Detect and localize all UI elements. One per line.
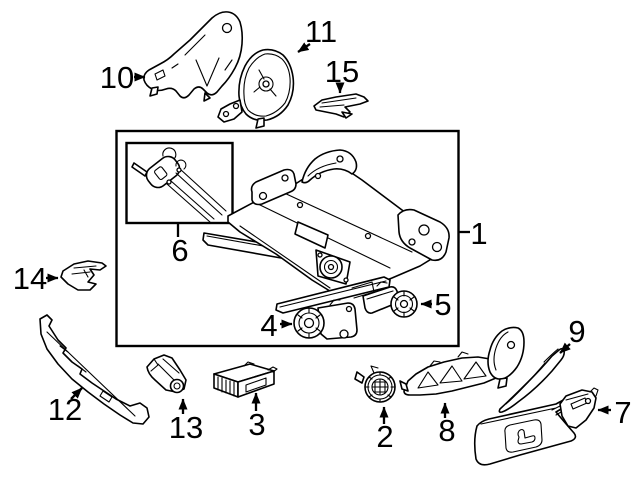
part-6-drive-cable-kit-drawing bbox=[125, 141, 234, 225]
part-11-recliner-plate-drawing bbox=[217, 48, 295, 129]
part-2-knob-drawing bbox=[354, 365, 396, 403]
callout-label-6: 6 bbox=[171, 233, 188, 268]
callout-1[interactable]: 1 bbox=[459, 216, 488, 251]
callout-label-8: 8 bbox=[438, 413, 455, 448]
callout-5[interactable]: 5 bbox=[420, 287, 452, 322]
part-10-recliner-cover-drawing bbox=[143, 11, 244, 102]
callout-12[interactable]: 12 bbox=[48, 387, 83, 427]
seat-shield-panel-drawing bbox=[473, 397, 577, 466]
callout-label-11: 11 bbox=[305, 14, 337, 49]
callout-label-7: 7 bbox=[614, 395, 631, 430]
callout-label-12: 12 bbox=[48, 392, 82, 427]
callout-13[interactable]: 13 bbox=[169, 398, 203, 445]
callout-3[interactable]: 3 bbox=[248, 392, 266, 442]
callout-label-10: 10 bbox=[100, 60, 134, 95]
part-1-assembly-box bbox=[115, 129, 460, 348]
callout-label-14: 14 bbox=[13, 261, 47, 296]
part-8-handle-bracket-drawing bbox=[399, 326, 525, 396]
callout-4[interactable]: 4 bbox=[260, 308, 293, 343]
callout-label-4: 4 bbox=[260, 308, 277, 343]
callout-label-2: 2 bbox=[376, 419, 393, 454]
part-4-seat-motor-drawing bbox=[293, 299, 358, 340]
callout-label-3: 3 bbox=[248, 407, 265, 442]
part-15-bracket-drawing bbox=[313, 93, 369, 119]
callout-7[interactable]: 7 bbox=[597, 395, 632, 430]
part-9-trim-shield-drawing bbox=[498, 347, 565, 413]
part-3-control-module-drawing bbox=[213, 361, 278, 398]
callout-label-15: 15 bbox=[325, 54, 359, 89]
part-14-bracket-drawing bbox=[60, 260, 107, 291]
callout-label-9: 9 bbox=[568, 314, 585, 349]
callout-10[interactable]: 10 bbox=[100, 60, 146, 95]
callout-2[interactable]: 2 bbox=[376, 406, 394, 454]
part-12-trim-rail-drawing bbox=[39, 314, 150, 425]
part-5-seat-motor-drawing bbox=[362, 281, 418, 318]
callout-label-13: 13 bbox=[169, 410, 203, 445]
part-7-bracket-drawing bbox=[559, 387, 599, 429]
callout-label-1: 1 bbox=[470, 216, 487, 251]
callout-11[interactable]: 11 bbox=[297, 14, 337, 53]
callout-15[interactable]: 15 bbox=[325, 54, 359, 94]
callout-label-5: 5 bbox=[434, 287, 451, 322]
callout-9[interactable]: 9 bbox=[559, 314, 586, 354]
callout-6[interactable]: 6 bbox=[171, 224, 189, 268]
callout-8[interactable]: 8 bbox=[438, 402, 456, 448]
part-1-seat-track-frame-drawing bbox=[202, 149, 450, 314]
callout-14[interactable]: 14 bbox=[13, 261, 59, 296]
part-13-trim-piece-drawing bbox=[146, 354, 187, 394]
